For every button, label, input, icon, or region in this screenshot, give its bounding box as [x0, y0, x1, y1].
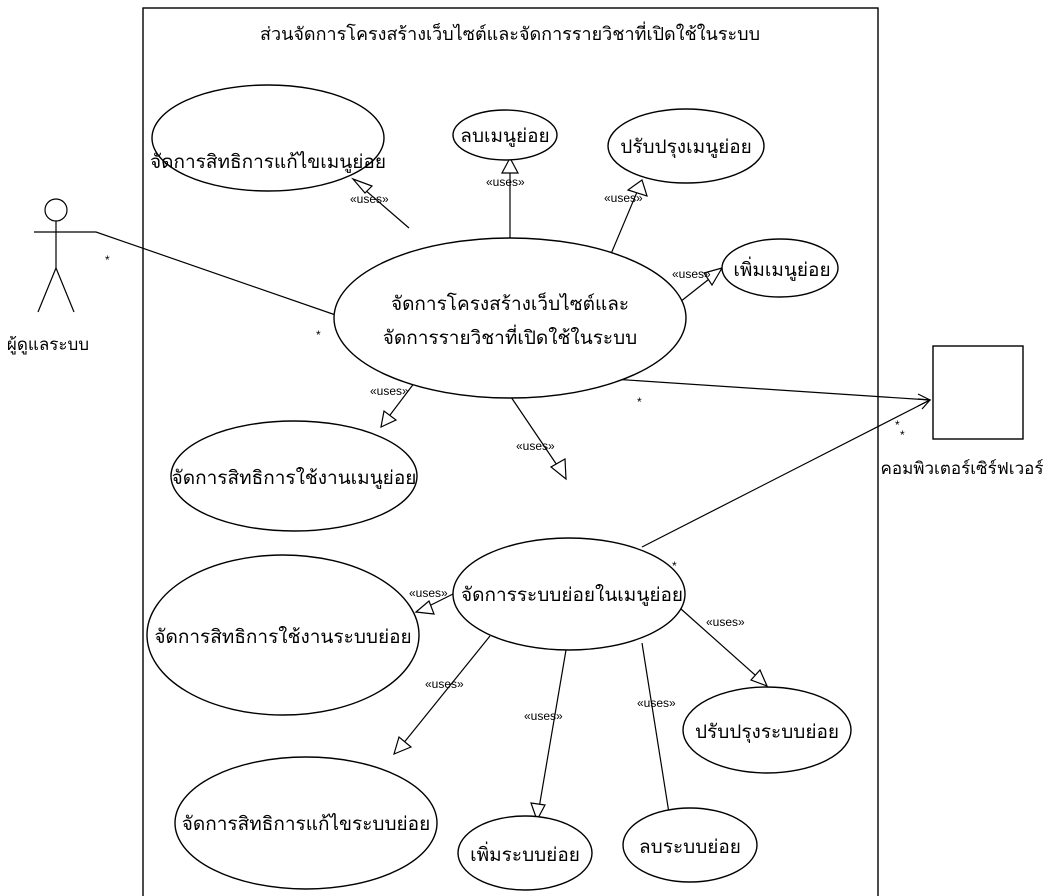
usecase-edit-subsystem-rights-label: จัดการสิทธิการแก้ไขระบบย่อย — [182, 813, 430, 835]
usecase-delete-menu: ลบเมนูย่อย — [452, 109, 558, 161]
system-title: ส่วนจัดการโครงสร้างเว็บไซต์และจัดการรายว… — [260, 21, 760, 45]
usecase-add-menu-label: เพิ่มเมนูย่อย — [733, 256, 830, 281]
uses-line-add-subsystem — [537, 649, 567, 815]
uses-label-manage-subsystem: «uses» — [516, 439, 555, 453]
actor-right-leg — [55, 267, 75, 313]
uses-line-edit-subsystem-rights — [397, 635, 491, 751]
usecase-manage-subsystem-label: จัดการระบบย่อยในเมนูย่อย — [461, 584, 683, 606]
uses-label-add-menu: «uses» — [672, 267, 711, 281]
usecase-edit-menu-rights-label: จัดการสิทธิการแก้ไขเมนูย่อย — [150, 151, 386, 173]
usecase-update-menu-label: ปรับปรุงเมนูย่อย — [620, 136, 752, 159]
usecase-manage-subsystem-shape — [452, 537, 686, 651]
mult-server-1: * — [895, 418, 900, 432]
usecase-delete-subsystem-label: ลบระบบย่อย — [639, 836, 741, 858]
usecase-update-subsystem-shape — [682, 686, 852, 774]
actor-left-leg — [37, 267, 57, 313]
uses-head-add-subsystem — [530, 802, 546, 822]
mult-main-start: * — [637, 395, 642, 409]
usecase-edit-subsystem-rights: จัดการสิทธิการแก้ไขระบบย่อย — [174, 756, 438, 890]
mult-server-2: * — [900, 428, 905, 442]
uses-head-delete-menu — [501, 156, 519, 174]
usecase-edit-menu-rights-shape — [151, 84, 385, 192]
usecase-add-subsystem: เพิ่มระบบย่อย — [457, 815, 593, 891]
main-to-server-line — [611, 378, 931, 401]
usecase-update-subsystem: ปรับปรุงระบบย่อย — [682, 686, 852, 774]
subsystem-to-server-arrow — [917, 398, 932, 410]
usecase-use-subsystem-rights-label: จัดการสิทธิการใช้งานระบบย่อย — [154, 626, 411, 648]
server-box — [932, 345, 1024, 440]
mult-subsystem-start: * — [672, 559, 677, 573]
uses-head-add-menu — [703, 267, 724, 287]
usecase-main-line1: จัดการโครงสร้างเว็บไซต์และ — [391, 291, 629, 315]
uses-line-update-subsystem — [680, 608, 764, 683]
usecase-use-menu-rights-label: จัดการสิทธิการใช้งานเมนูย่อย — [172, 467, 417, 489]
usecase-update-menu-shape — [607, 108, 765, 184]
uses-label-delete-subsystem: «uses» — [637, 696, 676, 710]
usecase-main-shape — [333, 237, 687, 399]
actor-head — [44, 198, 68, 222]
usecase-delete-menu-label: ลบเมนูย่อย — [460, 125, 549, 147]
associations: * * * * * * — [78, 231, 932, 573]
usecase-update-subsystem-label: ปรับปรุงระบบย่อย — [695, 721, 839, 744]
uses-head-use-subsystem-rights — [414, 599, 435, 615]
usecase-add-subsystem-shape — [457, 815, 593, 891]
usecase-use-menu-rights: จัดการสิทธิการใช้งานเมนูย่อย — [170, 420, 418, 532]
server-actor: คอมพิวเตอร์เซิร์ฟเวอร์ — [881, 345, 1044, 479]
mult-admin-end: * — [316, 328, 321, 342]
usecase-manage-subsystem: จัดการระบบย่อยในเมนูย่อย — [452, 537, 686, 651]
usecase-use-subsystem-rights-shape — [146, 554, 420, 716]
mult-admin-start: * — [105, 253, 110, 267]
admin-to-main-line — [78, 231, 351, 321]
admin-actor-label: ผู้ดูแลระบบ — [7, 335, 89, 355]
uses-head-manage-subsystem — [549, 457, 567, 481]
usecase-main: จัดการโครงสร้างเว็บไซต์และ จัดการรายวิชา… — [333, 237, 687, 399]
usecase-add-subsystem-label: เพิ่มระบบย่อย — [470, 841, 580, 866]
uses-head-edit-menu-rights — [351, 177, 374, 194]
subsystem-to-server-line — [641, 399, 931, 548]
usecase-edit-subsystem-rights-shape — [174, 756, 438, 890]
uses-line-update-menu — [607, 184, 641, 262]
uses-label-delete-menu: «uses» — [486, 175, 525, 189]
admin-actor: ผู้ดูแลระบบ — [7, 198, 89, 355]
usecase-use-subsystem-rights: จัดการสิทธิการใช้งานระบบย่อย — [146, 554, 420, 716]
uses-head-update-subsystem — [749, 668, 769, 688]
uses-label-edit-menu-rights: «uses» — [350, 192, 389, 206]
server-actor-label: คอมพิวเตอร์เซิร์ฟเวอร์ — [881, 459, 1044, 479]
uses-line-manage-subsystem — [510, 396, 564, 475]
usecase-use-menu-rights-shape — [170, 420, 418, 532]
uses-label-add-subsystem: «uses» — [524, 709, 563, 723]
usecase-update-menu: ปรับปรุงเมนูย่อย — [607, 108, 765, 184]
usecase-add-menu: เพิ่มเมนูย่อย — [721, 238, 839, 298]
uses-head-edit-subsystem-rights — [393, 735, 413, 756]
uses-label-use-menu-rights: «uses» — [370, 384, 409, 398]
usecase-edit-menu-rights: จัดการสิทธิการแก้ไขเมนูย่อย — [150, 84, 386, 192]
uses-label-update-menu: «uses» — [604, 191, 643, 205]
usecase-delete-menu-shape — [452, 109, 558, 161]
system-boundary — [142, 7, 879, 896]
uses-head-use-menu-rights — [380, 409, 398, 429]
usecase-main-line2: จัดการรายวิชาที่เปิดใช้ในระบบ — [383, 324, 637, 349]
usecase-delete-subsystem: ลบระบบย่อย — [622, 807, 758, 883]
uses-head-update-menu — [626, 179, 648, 197]
usecase-delete-subsystem-shape — [622, 807, 758, 883]
uses-label-use-subsystem-rights: «uses» — [409, 586, 448, 600]
usecase-add-menu-shape — [721, 238, 839, 298]
uses-label-update-subsystem: «uses» — [706, 615, 745, 629]
uses-label-edit-subsystem-rights: «uses» — [425, 677, 464, 691]
